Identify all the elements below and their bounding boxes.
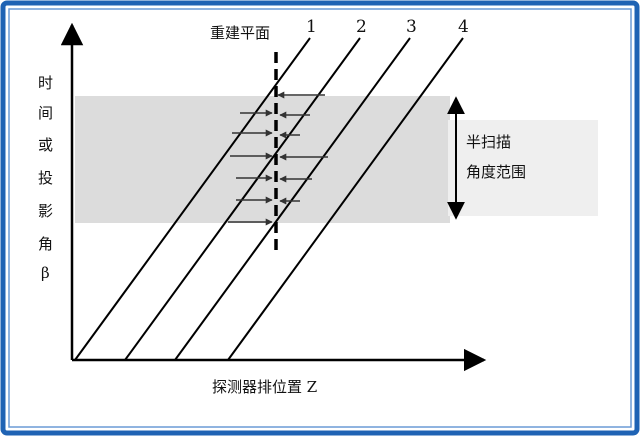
half-scan-band [75,96,450,223]
detector-row-label-1: 1 [306,17,317,37]
detector-row-line-1 [74,37,311,361]
detector-row-line-3 [174,37,411,361]
half-scan-label-line-1: 半扫描 [466,133,511,151]
detector-row-label-3: 3 [406,17,417,37]
y-axis-label-char: 时 [38,74,53,92]
x-axis-label: 探测器排位置 Z [212,378,317,396]
detector-row-label-2: 2 [356,17,367,37]
reconstruction-plane-label: 重建平面 [210,24,270,42]
detector-row-label-4: 4 [458,17,469,37]
y-axis-label-char: β [41,264,50,282]
half-scan-label-line-2: 角度范围 [466,163,526,181]
detector-row-line-4 [227,37,464,361]
y-axis-label-char: 角 [38,235,53,253]
y-axis-label-char: 间 [38,104,53,122]
detector-row-line-2 [124,37,361,361]
y-axis-label-char: 投 [38,169,53,187]
inner-frame [8,8,632,428]
half-scan-label-box [448,120,598,216]
y-axis-label-char: 或 [38,136,53,154]
interpolation-arrows [228,91,328,226]
y-axis-label-char: 影 [38,202,53,220]
